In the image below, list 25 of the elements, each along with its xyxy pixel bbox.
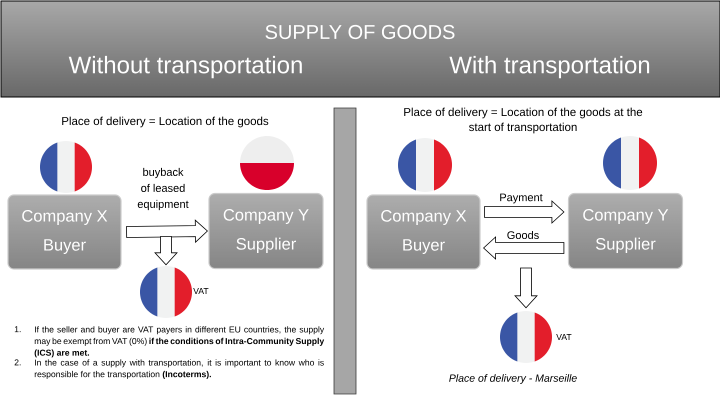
company-box: Company Y Supplier	[568, 192, 684, 270]
note-text: Place of delivery = Location of the goods at the start of transportation	[404, 108, 642, 134]
list-item: If the seller and buyer are VAT payers in different EU countries, the supply may be exempt from VAT (0%) if the conditions of Intra-Community Supply (ICS) are met.	[34, 326, 324, 358]
list-number: 2.	[14, 359, 21, 366]
side-label: VAT	[556, 334, 572, 340]
caption: Place of delivery - Marseille	[449, 374, 577, 384]
company-box: Company X Buyer	[366, 194, 481, 270]
block-arrow	[126, 219, 208, 244]
company-box: Company Y Supplier	[208, 192, 324, 270]
list-number: 1.	[14, 326, 21, 332]
block-arrow	[514, 268, 538, 308]
divider-bar	[334, 108, 356, 394]
side-label: VAT	[193, 288, 208, 294]
subheading: Without transportation	[68, 56, 302, 78]
block-arrow	[484, 200, 564, 224]
edge-label: Goods	[507, 230, 539, 240]
block-arrow	[483, 236, 564, 260]
company-box: Company X Buyer	[7, 194, 122, 270]
subheading: With transportation	[449, 56, 650, 78]
block-arrow	[154, 236, 178, 266]
heading: SUPPLY OF GOODS	[266, 24, 454, 40]
edge-label: buyback of leased equipment	[138, 168, 189, 210]
list-item: In the case of a supply with transportation, it is important to know who is responsible for the transportation (Incoterms).	[34, 359, 324, 379]
edge-label: Payment	[500, 194, 543, 204]
note-text: Place of delivery = Location of the goods	[62, 116, 268, 128]
